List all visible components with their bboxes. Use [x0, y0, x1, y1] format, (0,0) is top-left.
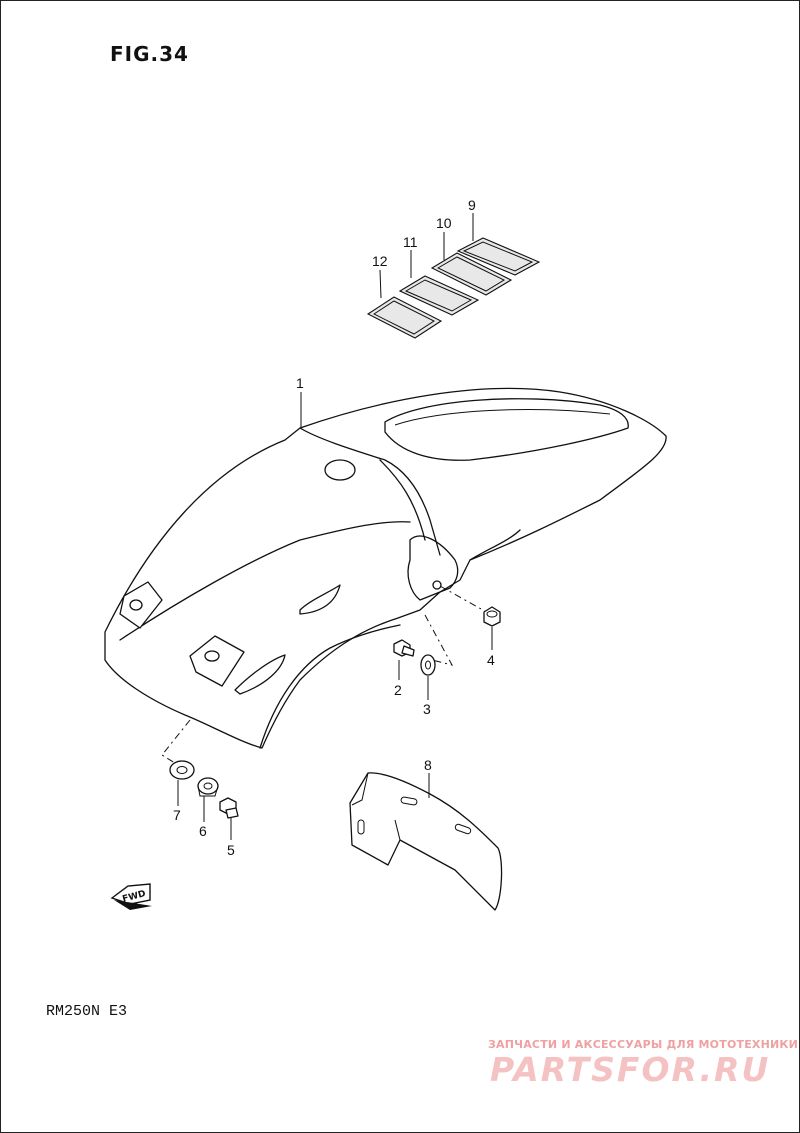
washer-3 [420, 654, 436, 676]
callout-4: 4 [487, 652, 495, 668]
collar-6 [197, 777, 219, 797]
model-label: RM250N E3 [46, 1003, 128, 1020]
callout-5: 5 [227, 842, 235, 858]
nut-4 [483, 606, 501, 627]
callout-6: 6 [199, 823, 207, 839]
watermark-tagline: ЗАПЧАСТИ И АКСЕССУАРЫ ДЛЯ МОТОТЕХНИКИ [488, 1038, 798, 1051]
decal-10 [430, 252, 513, 296]
rear-fender [104, 387, 667, 749]
decal-12 [366, 296, 443, 339]
callout-9: 9 [468, 197, 476, 213]
bracket-8 [349, 772, 503, 911]
callout-7: 7 [173, 807, 181, 823]
callout-2: 2 [394, 682, 402, 698]
bolt-2 [393, 639, 415, 657]
callout-12: 12 [372, 253, 388, 269]
watermark-logo: PARTSFOR.RU [490, 1050, 771, 1089]
fwd-arrow-icon: FWD [110, 883, 152, 910]
decal-11 [398, 275, 480, 316]
decal-9 [456, 237, 541, 276]
callout-11: 11 [403, 234, 418, 250]
washer-7 [169, 760, 195, 780]
callout-8: 8 [424, 757, 432, 773]
callout-1: 1 [296, 375, 304, 391]
figure-title: FIG.34 [110, 42, 189, 66]
bolt-5 [219, 797, 239, 819]
callout-10: 10 [436, 215, 452, 231]
callout-3: 3 [423, 701, 431, 717]
